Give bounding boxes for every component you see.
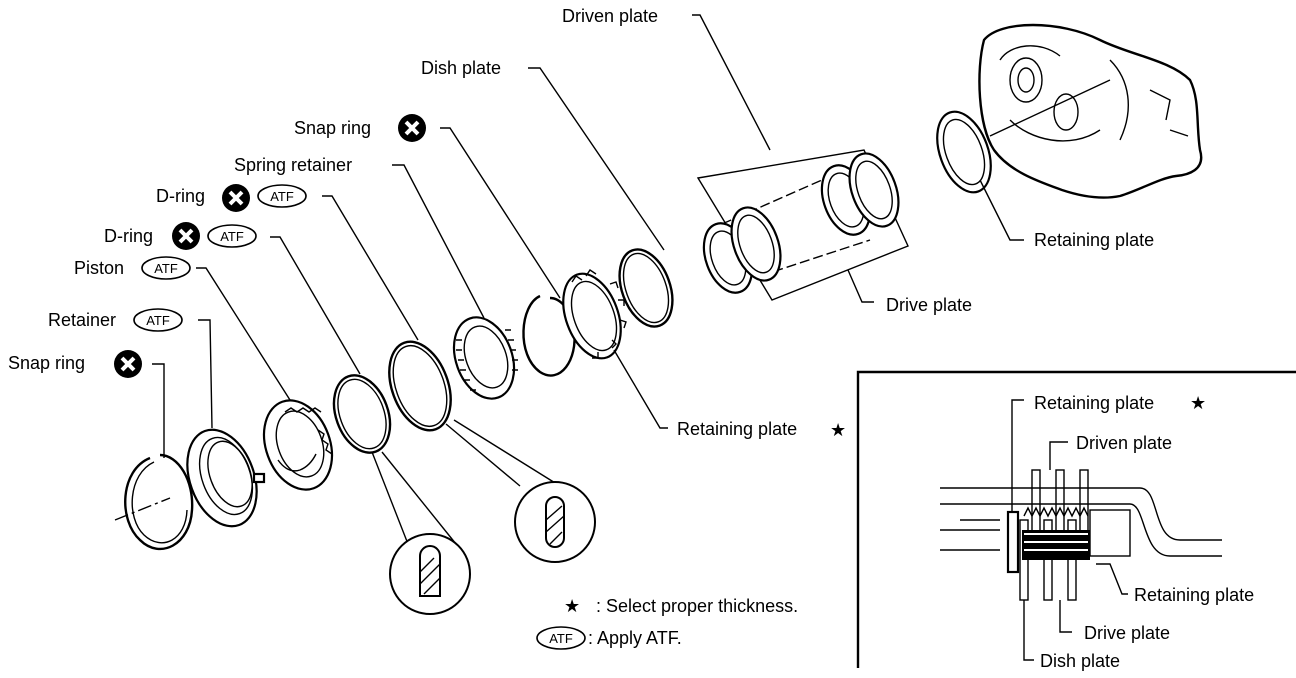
retaining-plate-top-part [936,110,992,194]
legend-star-text: : Select proper thickness. [596,596,798,616]
parts [114,23,1203,615]
star-badge: ★ [830,420,846,440]
spring-retainer-part [452,316,518,400]
label-driven-plate: Driven plate [562,6,658,26]
inset-label-retaining-plate-star: Retaining plate [1034,393,1154,413]
inset-cross-section: Retaining plate ★ Driven plate Retaining… [856,370,1296,671]
atf-badge: ATF [154,261,178,276]
magnifier-d-ring-large [445,419,596,563]
atf-badges: ATF ATF ATF ATF [133,184,307,332]
inset-label-dish-plate: Dish plate [1040,651,1120,671]
replace-badges [114,114,426,378]
x-badge-icon [114,350,142,378]
d-ring-small-part [332,374,392,454]
transmission-case-part [978,23,1203,199]
atf-badge: ATF [146,313,170,328]
label-snap-ring-2: Snap ring [8,353,85,373]
part-labels: Driven plate Dish plate Snap ring Spring… [8,6,1154,440]
label-d-ring-1: D-ring [156,186,205,206]
inset-label-driven-plate: Driven plate [1076,433,1172,453]
label-drive-plate: Drive plate [886,295,972,315]
label-d-ring-2: D-ring [104,226,153,246]
label-retainer: Retainer [48,310,116,330]
piston-part [262,399,334,491]
dish-plate-part [618,248,674,328]
x-badge-icon [172,222,200,250]
legend-star: ★ [564,596,580,616]
legend-atf-text: : Apply ATF. [588,628,682,648]
inset-star-badge: ★ [1190,393,1206,413]
label-dish-plate: Dish plate [421,58,501,78]
x-badge-icon [398,114,426,142]
x-badge-icon [222,184,250,212]
snap-ring-left-part [114,453,194,551]
legend-atf-badge: ATF [549,631,573,646]
atf-badge: ATF [270,189,294,204]
plates-pack-part [696,149,909,301]
retainer-part [186,428,266,528]
label-piston: Piston [74,258,124,278]
retaining-plate-star-part [562,269,627,360]
inset-plates [1019,469,1090,601]
d-ring-large-part [388,340,452,432]
magnifier-d-ring-small [371,451,471,615]
legend: ★ : Select proper thickness. ATF : Apply… [536,596,798,650]
label-retaining-plate-top: Retaining plate [1034,230,1154,250]
label-snap-ring-1: Snap ring [294,118,371,138]
leader-lines [152,14,1024,458]
inset-label-retaining-plate: Retaining plate [1134,585,1254,605]
atf-badge: ATF [220,229,244,244]
label-retaining-plate-star: Retaining plate [677,419,797,439]
label-spring-retainer: Spring retainer [234,155,352,175]
inset-label-drive-plate: Drive plate [1084,623,1170,643]
